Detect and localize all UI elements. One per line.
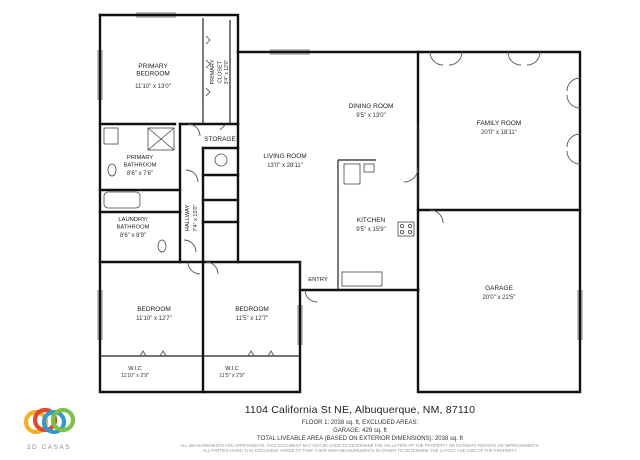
total-area: TOTAL LIVEABLE AREA (BASED ON EXTERIOR D… [257,436,463,442]
fixtures [103,35,415,287]
label-wic-1: W.I.C [128,366,141,372]
logo-ring-green [50,407,76,433]
dims-wic-1: 11'10" x 2'9" [121,373,149,379]
dims-living-room: 13'0" x 28'11" [267,163,303,169]
brand-logo [23,407,76,435]
dims-primary-closet: 3'4" x 13'0" [224,59,230,84]
label-entry: ENTRY [308,277,328,283]
dims-bedroom-2: 11'5" x 12'7" [236,316,268,322]
partitions [100,18,419,357]
label-storage: STORAGE [204,136,236,143]
label-bedroom-1: BEDROOM [137,306,171,313]
walls [98,13,582,394]
dims-primary-bathroom: 8'6" x 7'6" [127,171,153,177]
label-bedroom-2: BEDROOM [235,306,269,313]
label-wic-2: W.I.C [225,366,238,372]
label-kitchen: KITCHEN [357,217,386,224]
doors [139,51,581,357]
label-laundry-bathroom: LAUNDRY/BATHROOM [116,217,149,231]
label-dining-room: DINING ROOM [349,103,394,110]
dims-garage: 20'0" x 22'5" [483,295,516,301]
label-garage: GARAGE [485,285,513,292]
disclaimer-2: ALL PARTIES USING THIS DOCUMENT AGREE TO… [202,448,518,453]
floor-area: FLOOR 1: 2038 sq. ft, EXCLUDED AREAS: [301,420,419,426]
dims-wic-2: 11'5" x 2'9" [219,373,244,379]
dims-primary-bedroom: 11'10" x 13'0" [135,84,171,90]
dims-laundry-bathroom: 8'6" x 8'9" [120,233,146,239]
label-living-room: LIVING ROOM [263,153,306,160]
brand-name: 3D CASAS [26,444,72,451]
dims-bedroom-1: 11'10" x 12'7" [136,316,172,322]
dims-family-room: 20'0" x 18'11" [481,130,517,136]
disclaimer-1: ALL MEASUREMENTS ARE APPROXIMATE. THIS D… [180,443,540,448]
garage-area: GARAGE: 429 sq. ft [333,428,387,434]
dims-kitchen: 9'5" x 15'9" [356,227,386,233]
dims-hallway: 7'4" x 15'0" [193,204,199,231]
label-hallway: HALLWAY [185,205,191,232]
label-family-room: FAMILY ROOM [477,120,522,127]
windows [97,12,583,345]
dims-dining-room: 9'5" x 13'0" [356,113,386,119]
property-address: 1104 California St NE, Albuquerque, NM, … [244,404,476,416]
